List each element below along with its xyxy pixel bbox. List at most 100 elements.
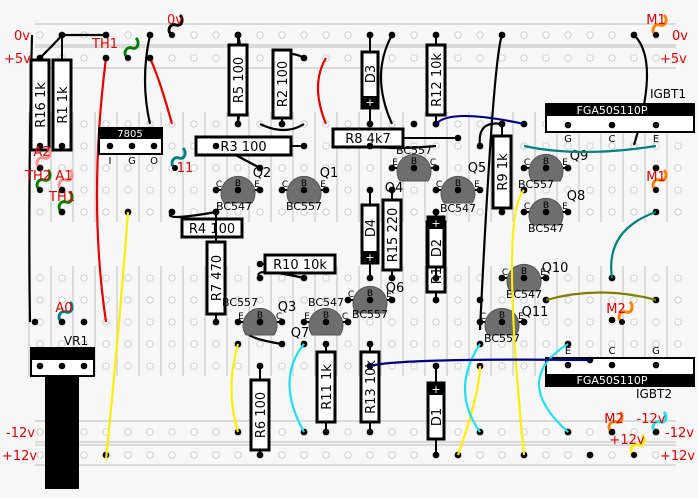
wire-5v-7805o bbox=[148, 57, 174, 125]
pin-dot bbox=[322, 428, 330, 436]
diode-mark: + bbox=[365, 96, 374, 109]
pin-dot bbox=[256, 362, 264, 370]
hole bbox=[564, 296, 572, 304]
resistor-label: R7 470 bbox=[210, 255, 225, 301]
hole bbox=[322, 274, 330, 282]
diode-mark: + bbox=[365, 251, 374, 264]
pin-dot bbox=[106, 142, 114, 150]
hole bbox=[586, 340, 594, 348]
hole bbox=[410, 186, 418, 194]
hole bbox=[344, 54, 352, 62]
flag-label: M2 bbox=[604, 412, 624, 427]
hole bbox=[608, 142, 616, 150]
hole bbox=[322, 164, 330, 172]
hole bbox=[366, 318, 374, 326]
hole bbox=[652, 318, 660, 326]
hole bbox=[322, 296, 330, 304]
pin-dot bbox=[256, 186, 264, 194]
transistor-ref: Q8 bbox=[567, 189, 586, 204]
hole bbox=[124, 428, 132, 436]
pin-dot bbox=[366, 274, 374, 282]
pin-dot bbox=[344, 318, 352, 326]
pin-dot bbox=[366, 142, 374, 150]
pin-dot bbox=[608, 361, 616, 369]
pin-dot bbox=[366, 120, 374, 128]
hole bbox=[300, 362, 308, 370]
flag-label: -12v bbox=[637, 412, 666, 427]
pin-dot bbox=[31, 318, 39, 326]
hole bbox=[630, 274, 638, 282]
hole bbox=[278, 164, 286, 172]
hole bbox=[212, 451, 220, 459]
regulator-part: 7805 bbox=[117, 129, 142, 140]
resistor-body bbox=[205, 240, 227, 316]
hole bbox=[630, 318, 638, 326]
pin-dot bbox=[388, 186, 396, 194]
hole bbox=[586, 296, 594, 304]
rail-label-m12-right: -12v bbox=[665, 426, 694, 441]
transistor-ref: Q3 bbox=[278, 300, 297, 315]
igbt-ref: IGBT2 bbox=[636, 387, 672, 401]
hole bbox=[102, 164, 110, 172]
pin-dot bbox=[300, 186, 308, 194]
net-flag-th1-top: TH1 bbox=[91, 36, 140, 61]
hole bbox=[344, 362, 352, 370]
resistor-label: R16 1k bbox=[34, 82, 49, 128]
hole bbox=[476, 54, 484, 62]
pin-dot bbox=[388, 296, 396, 304]
pin-dot bbox=[146, 54, 154, 62]
hole bbox=[564, 142, 572, 150]
pin-dot bbox=[476, 296, 484, 304]
hole bbox=[674, 164, 682, 172]
wire-long-q11 bbox=[478, 34, 504, 331]
hole bbox=[498, 451, 506, 459]
hole bbox=[498, 296, 506, 304]
hole bbox=[36, 31, 44, 39]
wire-0v-7805g bbox=[143, 34, 152, 125]
hole bbox=[344, 31, 352, 39]
pin-dot bbox=[366, 186, 374, 194]
diode-mark: + bbox=[431, 217, 440, 230]
pin-dot bbox=[608, 121, 616, 129]
pin-dot bbox=[146, 31, 154, 39]
hole bbox=[542, 340, 550, 348]
hole bbox=[630, 54, 638, 62]
pin-dot bbox=[498, 318, 506, 326]
hole bbox=[388, 451, 396, 459]
hole bbox=[674, 208, 682, 216]
hole bbox=[674, 318, 682, 326]
hole bbox=[476, 164, 484, 172]
pin-label: B bbox=[499, 311, 505, 321]
flag-label: TH1 bbox=[91, 37, 118, 52]
rail-label-p12-left: +12v bbox=[2, 449, 37, 464]
hole bbox=[256, 54, 264, 62]
resistor-body bbox=[227, 43, 249, 117]
hole bbox=[102, 274, 110, 282]
hole bbox=[300, 296, 308, 304]
pin-dot bbox=[520, 318, 528, 326]
hole bbox=[124, 31, 132, 39]
hole bbox=[344, 164, 352, 172]
resistor-label: R4 100 bbox=[189, 222, 235, 237]
resistor-body bbox=[359, 350, 381, 424]
pin-dot bbox=[300, 54, 308, 62]
hole bbox=[190, 428, 198, 436]
hole bbox=[234, 296, 242, 304]
resistor-r6: R6 100 bbox=[249, 362, 271, 459]
hole bbox=[630, 428, 638, 436]
pin-dot bbox=[58, 142, 66, 150]
diode-band bbox=[428, 217, 444, 229]
hole bbox=[36, 340, 44, 348]
flag-wire bbox=[651, 410, 668, 434]
hole bbox=[564, 54, 572, 62]
hole bbox=[542, 31, 550, 39]
hole bbox=[146, 164, 154, 172]
hole bbox=[410, 31, 418, 39]
pin-label: E bbox=[474, 180, 480, 190]
hole bbox=[608, 296, 616, 304]
pin-dot bbox=[366, 31, 374, 39]
resistor-label: R9 1k bbox=[496, 153, 511, 191]
pin-dot bbox=[542, 164, 550, 172]
pin-dot bbox=[542, 274, 550, 282]
